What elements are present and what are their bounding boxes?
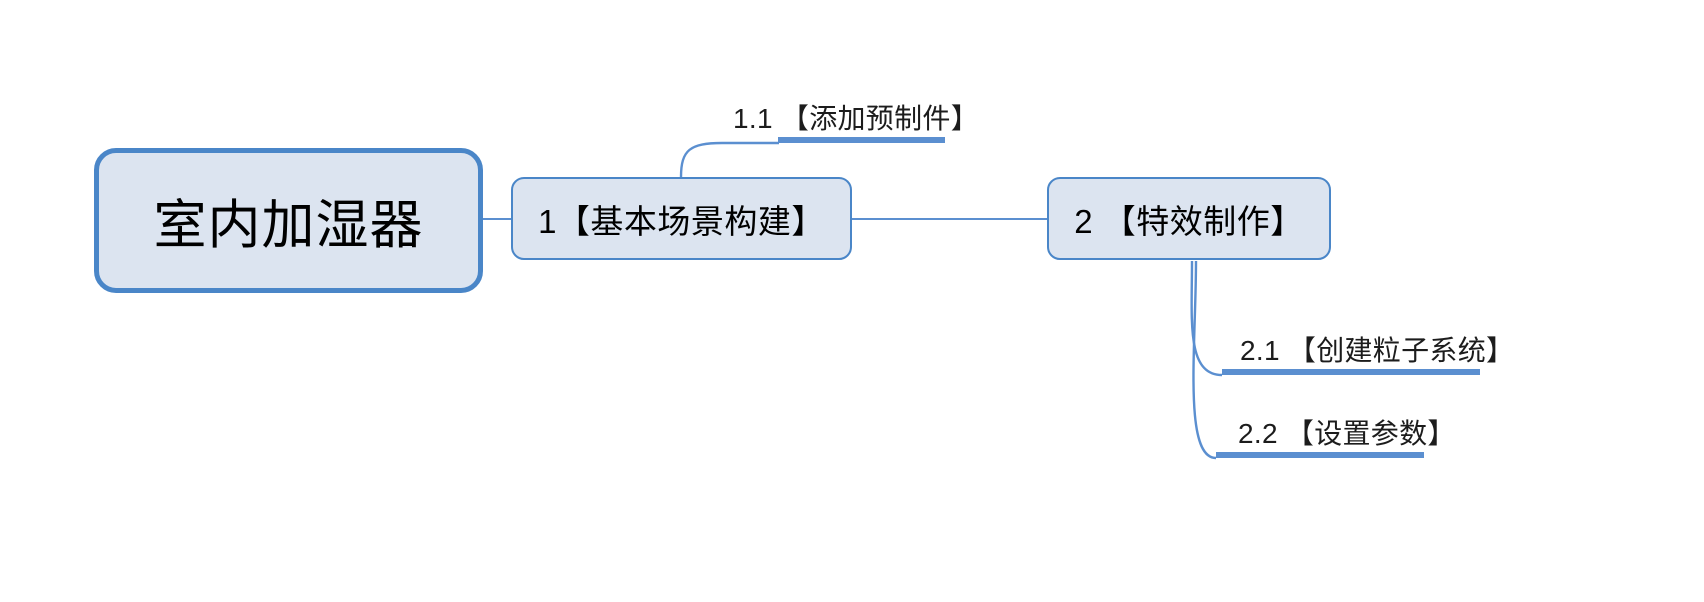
leaf-node-2-1[interactable]: 2.1 【创建粒子系统】 <box>1222 322 1514 375</box>
leaf-node-2-1-label: 2.1 【创建粒子系统】 <box>1240 335 1515 366</box>
leaf-node-1-1-label: 1.1 【添加预制件】 <box>733 103 980 134</box>
edge-2-to-2_1 <box>1190 260 1223 377</box>
leaf-node-2-2[interactable]: 2.2 【设置参数】 <box>1216 405 1455 458</box>
branch-node-1[interactable]: 1【基本场景构建】 <box>511 177 852 260</box>
branch-node-1-label: 1【基本场景构建】 <box>538 202 825 240</box>
branch-node-2[interactable]: 2 【特效制作】 <box>1047 177 1331 260</box>
branch-node-2-label: 2 【特效制作】 <box>1074 202 1304 240</box>
leaf-node-1-1[interactable]: 1.1 【添加预制件】 <box>733 90 979 143</box>
root-node-label: 室内加湿器 <box>153 195 424 255</box>
root-node[interactable]: 室内加湿器 <box>94 148 483 293</box>
leaf-node-2-2-label: 2.2 【设置参数】 <box>1238 418 1456 449</box>
edge-1-to-1_1 <box>679 141 779 178</box>
leaf-underline-bar <box>1222 369 1480 375</box>
edge-2-to-2_2 <box>1192 260 1217 460</box>
leaf-underline-bar <box>1216 452 1424 458</box>
leaf-underline-bar <box>778 137 945 143</box>
